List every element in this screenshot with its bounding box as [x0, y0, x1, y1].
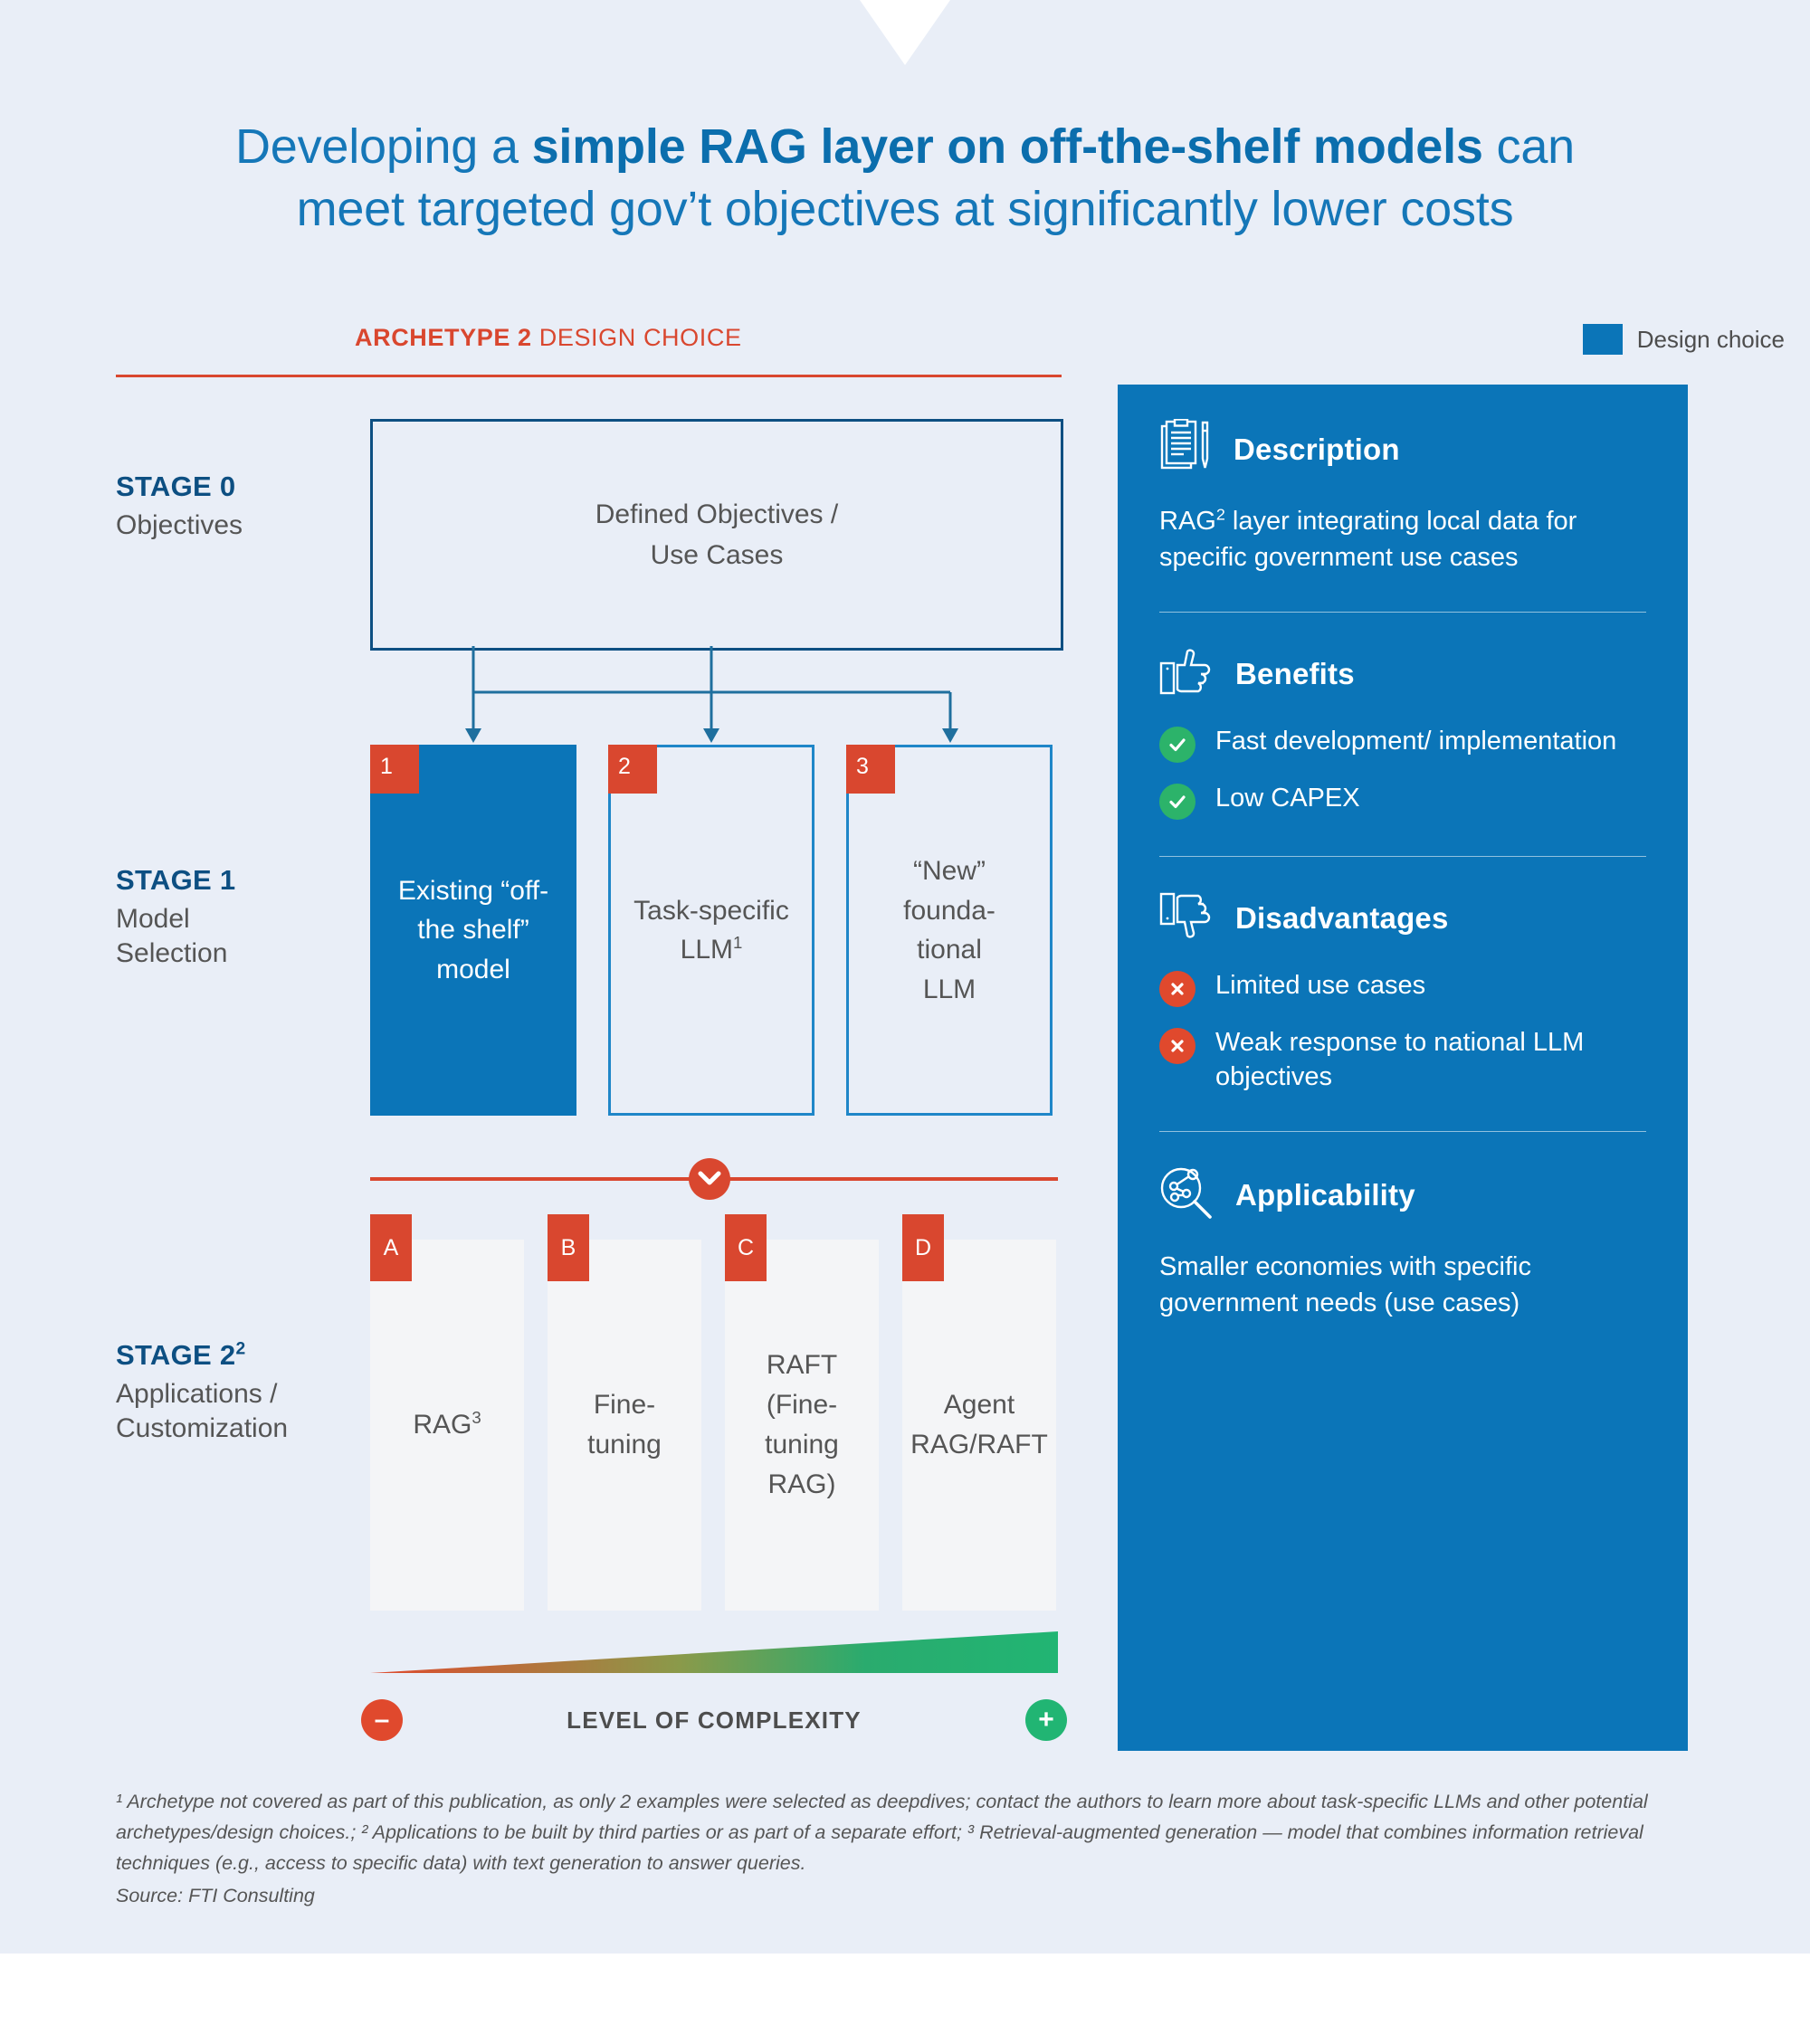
stage-1-option-1[interactable]: 1 Existing “off-the shelf”model [370, 745, 576, 1116]
stage-0-subtitle: Objectives [116, 510, 243, 540]
applicability-body: Smaller economies with specific governme… [1159, 1251, 1531, 1317]
benefit-item-label: Low CAPEX [1215, 784, 1360, 813]
complexity-label: LEVEL OF COMPLEXITY [567, 1706, 862, 1734]
stage-2-option-a[interactable]: A RAG3 [370, 1214, 524, 1611]
stage-1-option-1-number: 1 [370, 745, 419, 794]
panel-section-applicability: Applicability Smaller economies with spe… [1159, 1166, 1646, 1321]
stage-0-label: STAGE 0 Objectives [116, 471, 351, 543]
title-line-2: meet targeted gov’t objectives at signif… [296, 181, 1514, 236]
stage-1-option-1-label: Existing “off-the shelf”model [397, 875, 549, 984]
panel-divider-2 [1159, 856, 1646, 858]
stage-2-option-c-letter: C [725, 1214, 767, 1281]
complexity-scale: – LEVEL OF COMPLEXITY + [361, 1697, 1067, 1744]
detail-panel: Description RAG2 layer integrating local… [1118, 385, 1688, 1751]
benefit-item-label: Fast development/ implementation [1215, 727, 1617, 756]
applicability-title: Applicability [1235, 1178, 1415, 1212]
stage-2-subtitle: Applications /Customization [116, 1379, 289, 1443]
stage-2-option-b-label: Fine-tuning [587, 1389, 662, 1459]
check-icon [1159, 784, 1196, 821]
stage-2-option-a-letter: A [370, 1214, 412, 1281]
disadvantage-item-label: Limited use cases [1215, 971, 1426, 1001]
disadvantage-item: Weak response to national LLM objectives [1159, 1025, 1646, 1095]
archetype-label: ARCHETYPE 2 [355, 324, 532, 351]
stage-2-title: STAGE 22 [116, 1339, 246, 1371]
benefit-item: Fast development/ implementation [1159, 724, 1646, 764]
stage-1-title: STAGE 1 [116, 864, 236, 896]
archetype-header: ARCHETYPE 2 DESIGN CHOICE [355, 324, 742, 352]
bottom-white-band [0, 1954, 1810, 2044]
title-line-1: Developing a simple RAG layer on off-the… [234, 119, 1576, 174]
panel-section-description: Description RAG2 layer integrating local… [1159, 418, 1646, 575]
legend-label-design-choice: Design choice [1636, 325, 1785, 353]
footnote-text: ¹ Archetype not covered as part of this … [116, 1791, 1648, 1874]
cross-icon [1159, 971, 1196, 1008]
disadvantages-title: Disadvantages [1235, 900, 1449, 935]
panel-divider-1 [1159, 612, 1646, 613]
stage-2-label: STAGE 22 Applications /Customization [116, 1339, 351, 1446]
connector-arrows [370, 645, 1058, 745]
source-label: Source: FTI Consulting [116, 1884, 315, 1906]
title-emphasis: simple RAG layer on off-the-shelf models [531, 119, 1483, 174]
check-icon [1159, 727, 1196, 764]
benefit-item: Low CAPEX [1159, 781, 1646, 821]
stage-1-row: 1 Existing “off-the shelf”model 2 Task-s… [370, 745, 1067, 1116]
stage-1-option-3-number: 3 [846, 745, 895, 794]
panel-section-benefits: Benefits Fast development/ implementatio… [1159, 647, 1646, 821]
complexity-gradient-wedge [370, 1626, 1058, 1682]
archetype-subtitle: DESIGN CHOICE [531, 324, 742, 351]
stage-0-title: STAGE 0 [116, 471, 236, 502]
description-title: Description [1234, 432, 1400, 466]
clipboard-pen-icon [1159, 418, 1214, 480]
stage-0-box-label: Defined Objectives /Use Cases [595, 499, 839, 570]
thumbs-down-icon [1159, 891, 1215, 945]
disadvantage-item-label: Weak response to national LLM objectives [1215, 1028, 1585, 1092]
benefits-title: Benefits [1235, 656, 1355, 690]
plus-icon: + [1025, 1699, 1067, 1741]
minus-icon: – [361, 1699, 403, 1741]
panel-divider-3 [1159, 1130, 1646, 1132]
magnifier-network-icon [1159, 1166, 1215, 1225]
stage-0-box: Defined Objectives /Use Cases [370, 419, 1063, 651]
archetype-rule [116, 375, 1062, 377]
legend: Design choice [1582, 324, 1785, 355]
stage-1-option-2-number: 2 [608, 745, 657, 794]
stage-2-option-a-label: RAG3 [413, 1407, 481, 1440]
stage-2-option-d-letter: D [902, 1214, 944, 1281]
stage-2-option-b-letter: B [548, 1214, 589, 1281]
footnotes: ¹ Archetype not covered as part of this … [116, 1787, 1681, 1912]
cross-icon [1159, 1028, 1196, 1065]
disadvantage-item: Limited use cases [1159, 968, 1646, 1008]
stage-2-option-b[interactable]: B Fine-tuning [548, 1214, 701, 1611]
thumbs-up-icon [1159, 647, 1215, 700]
chevron-down-icon[interactable] [689, 1158, 730, 1200]
description-body: RAG2 layer integrating local data for sp… [1159, 505, 1577, 573]
stage-2-footnote-ref: 2 [235, 1339, 246, 1359]
legend-swatch-design-choice [1582, 324, 1623, 355]
page-title: Developing a simple RAG layer on off-the… [0, 116, 1810, 240]
top-chevron-notch [0, 0, 1810, 65]
